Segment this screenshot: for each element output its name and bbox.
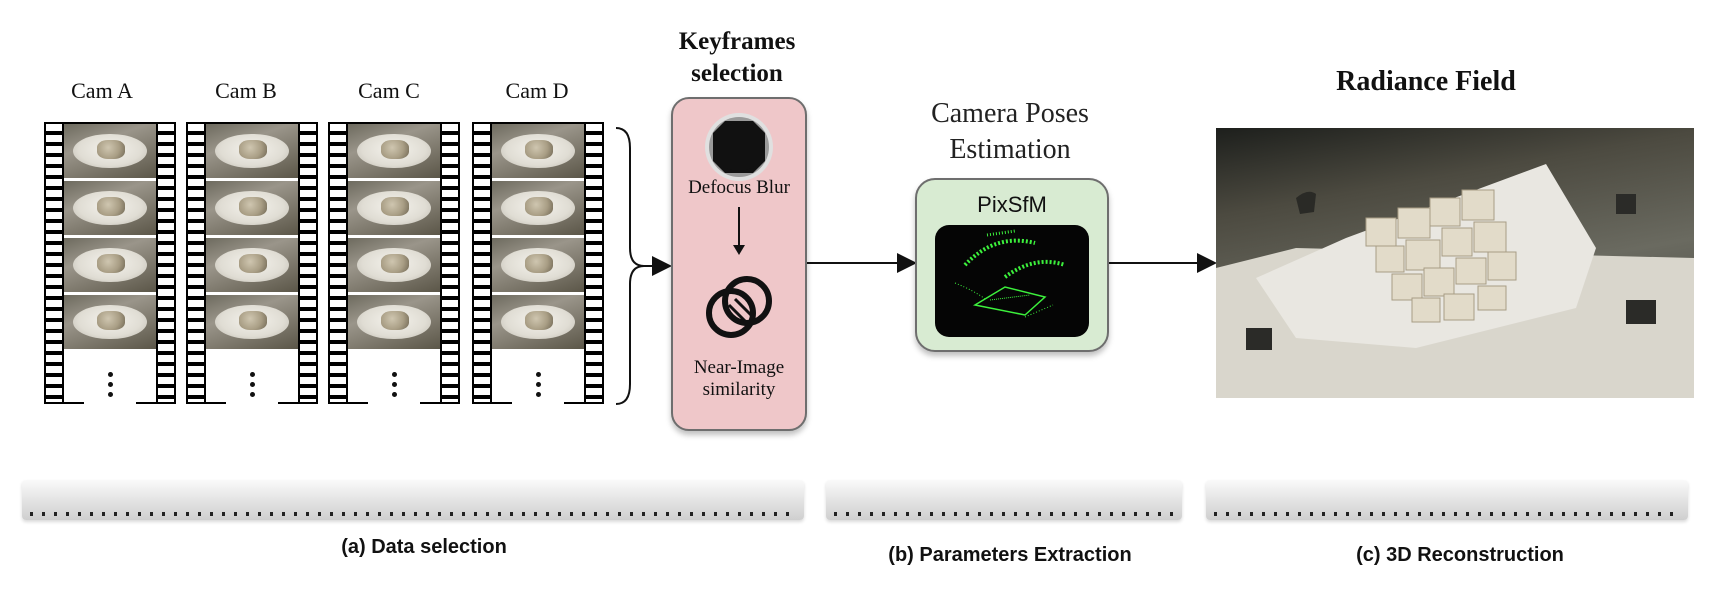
near-image-similarity-label: Near-Image similarity [673,357,805,401]
near-image-line1: Near-Image [693,357,785,378]
curly-brace [615,127,645,405]
video-frame [206,238,298,295]
sprocket-holes [46,124,62,402]
video-frame [348,295,440,352]
defocus-blur-icon [705,113,773,181]
film-strip-cam-d [472,122,604,406]
cam-d-label: Cam D [505,78,569,103]
video-frame [492,181,584,238]
point-cloud-icon [954,229,1066,318]
video-frame [348,124,440,181]
stage-bar-parameters-extraction [826,480,1182,520]
video-frame [64,181,156,238]
point-cloud-preview [935,225,1089,337]
film-strip-cam-b [186,122,318,406]
keyframes-selection-box: Defocus Blur Near-Image similarity [671,97,807,431]
video-frame [64,124,156,181]
film-strip-cam-c [328,122,460,406]
camera-poses-line1: Camera Poses [931,98,1089,129]
sprocket-holes [158,124,174,402]
video-frame [64,238,156,295]
keyframes-title-line2: selection [691,60,783,87]
defocus-blur-label: Defocus Blur [688,177,790,198]
pixsfm-box: PixSfM [915,178,1109,352]
video-frame [492,124,584,181]
video-frame [492,238,584,295]
keyframes-title: Keyframes selection [645,26,829,90]
more-frames-ellipsis [226,364,278,406]
sprocket-holes [474,124,490,402]
video-frame [348,181,440,238]
more-frames-ellipsis [84,364,136,406]
video-frame [206,181,298,238]
pixsfm-label: PixSfM [977,192,1047,217]
video-frame [348,238,440,295]
step-down-arrow [733,207,745,255]
sprocket-holes [442,124,458,402]
overlapping-circles-icon [706,276,772,338]
camera-poses-title: Camera Poses Estimation [900,96,1120,168]
more-frames-ellipsis [512,364,564,406]
video-frame [206,124,298,181]
radiance-field-title: Radiance Field [1336,66,1516,97]
stage-label-data-selection: (a) Data selection [341,536,507,558]
stage-label-parameters-extraction: (b) Parameters Extraction [888,544,1132,566]
sprocket-holes [188,124,204,402]
more-frames-ellipsis [368,364,420,406]
keyframes-title-line1: Keyframes [678,28,796,55]
rendered-scene [1216,164,1694,398]
video-frame [64,295,156,352]
cam-c-label: Cam C [358,78,420,103]
film-strip-cam-a [44,122,176,406]
sprocket-holes [330,124,346,402]
cam-a-label: Cam A [71,78,133,103]
video-frame [492,295,584,352]
video-frame [206,295,298,352]
sprocket-holes [300,124,316,402]
cam-b-label: Cam B [215,78,277,103]
near-image-line2: similarity [702,379,776,400]
stage-bar-data-selection [22,480,804,520]
stage-bar-3d-reconstruction [1206,480,1688,520]
stage-label-3d-reconstruction: (c) 3D Reconstruction [1356,544,1564,566]
radiance-field-render [1216,128,1694,398]
sprocket-holes [586,124,602,402]
camera-poses-line2: Estimation [949,134,1071,165]
